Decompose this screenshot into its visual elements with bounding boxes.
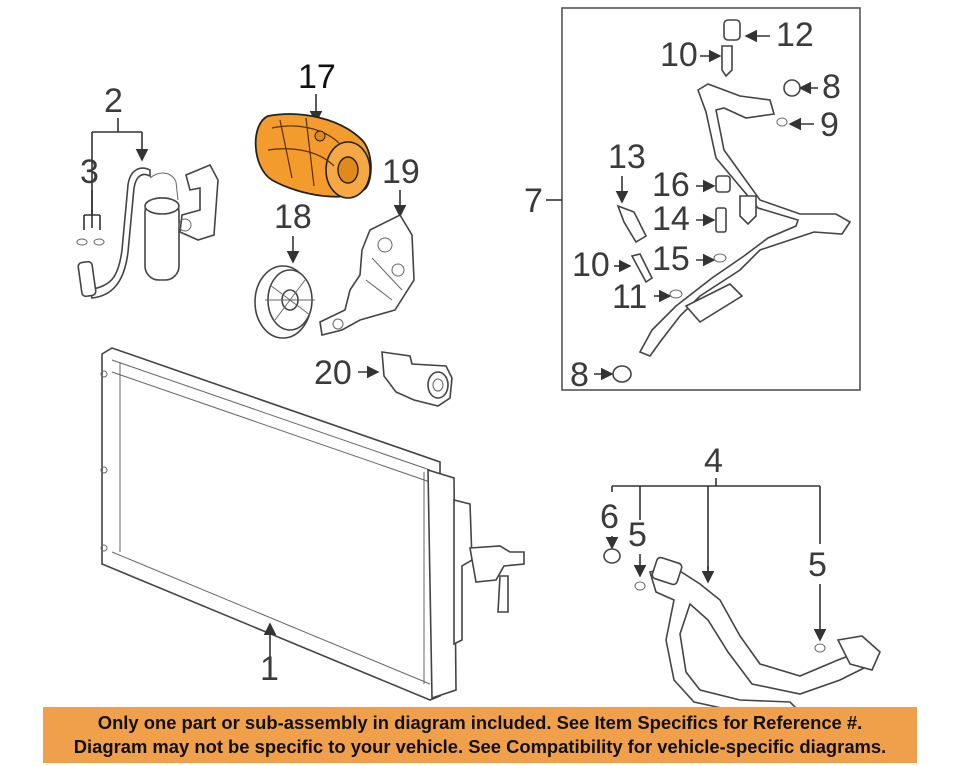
cap-icon	[783, 79, 801, 97]
liquid-line-4: 4 6 5 5	[600, 442, 881, 713]
callout-9: 9	[820, 106, 839, 144]
disclaimer-line-2: Diagram may not be specific to your vehi…	[73, 736, 887, 757]
callout-8a: 8	[822, 68, 841, 106]
callout-8b: 8	[570, 356, 589, 394]
mounting-bracket-icon	[319, 213, 415, 336]
callout-13: 13	[608, 138, 646, 176]
callout-6: 6	[600, 498, 619, 536]
callout-17: 17	[298, 58, 336, 96]
cap-icon	[715, 175, 731, 193]
accumulator-assembly: 2 3	[76, 82, 219, 299]
callout-15: 15	[652, 240, 690, 278]
callout-4: 4	[704, 442, 723, 480]
callout-12: 12	[776, 16, 814, 54]
o-ring-icon	[93, 238, 105, 246]
hose-assembly-inset: 7 12 10 8 9 13 16 14 15 10 11	[524, 7, 861, 394]
callout-14: 14	[652, 200, 690, 238]
callout-10b: 10	[572, 246, 610, 284]
disclaimer-banner: Only one part or sub-assembly in diagram…	[43, 707, 917, 763]
valve-core-icon	[721, 45, 733, 78]
callout-2: 2	[104, 82, 123, 120]
inset-frame	[561, 7, 861, 391]
o-ring-icon	[76, 238, 88, 246]
bracket-19: 19	[319, 153, 420, 336]
cap-icon	[603, 548, 621, 564]
o-ring-icon	[776, 117, 788, 127]
clutch-plate-18: 18	[254, 198, 315, 339]
callout-11: 11	[612, 278, 647, 316]
callout-19: 19	[382, 153, 420, 191]
valve-core-icon	[715, 207, 727, 233]
o-ring-icon	[669, 289, 683, 299]
bracket-icon	[179, 163, 219, 241]
callout-5a: 5	[628, 516, 647, 554]
fitting-20: 20	[314, 351, 453, 407]
compressor-17: 17	[254, 58, 372, 199]
sensor-switch-icon	[616, 204, 648, 244]
callout-18: 18	[274, 198, 312, 236]
callout-7: 7	[524, 182, 543, 220]
callout-5b: 5	[808, 546, 827, 584]
callout-16: 16	[652, 166, 690, 204]
callout-3: 3	[80, 153, 99, 191]
o-ring-icon	[814, 643, 826, 653]
callout-1: 1	[260, 650, 279, 688]
o-ring-icon	[634, 581, 646, 591]
hose-line-icon	[638, 83, 852, 357]
cap-icon	[612, 365, 632, 383]
callout-20: 20	[314, 354, 352, 392]
valve-core-icon	[630, 253, 654, 284]
condenser-core-icon	[101, 347, 441, 701]
disclaimer-line-1: Only one part or sub-assembly in diagram…	[97, 712, 863, 733]
callout-10a: 10	[660, 36, 698, 74]
liquid-line-tube-icon	[648, 565, 874, 713]
condenser-1: 1	[100, 347, 525, 701]
cap-icon	[723, 19, 741, 41]
o-ring-icon	[713, 253, 727, 263]
